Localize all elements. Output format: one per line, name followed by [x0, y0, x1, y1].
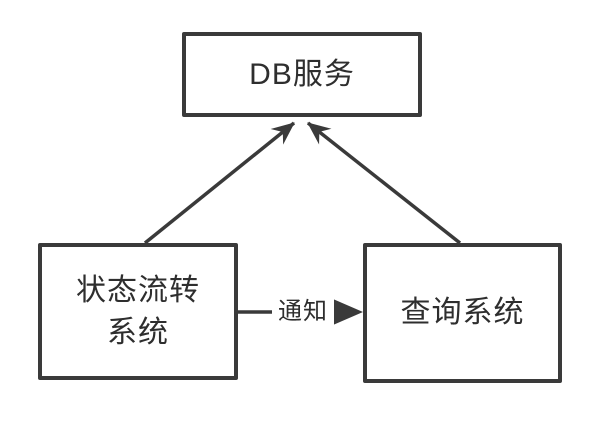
node-state-flow-system-label: 状态流转 系统: [76, 273, 200, 349]
node-db-service: DB服务: [182, 32, 422, 117]
node-state-flow-system: 状态流转 系统: [38, 243, 238, 380]
edge-state-to-query-arrowhead: [333, 299, 363, 325]
edge-label-notify: 通知: [272, 298, 334, 326]
node-query-system: 查询系统: [363, 243, 562, 383]
edge-state-to-db: [143, 121, 296, 245]
node-db-service-label: DB服务: [249, 57, 355, 91]
node-query-system-label: 查询系统: [400, 296, 525, 329]
edge-query-to-db: [306, 121, 462, 245]
